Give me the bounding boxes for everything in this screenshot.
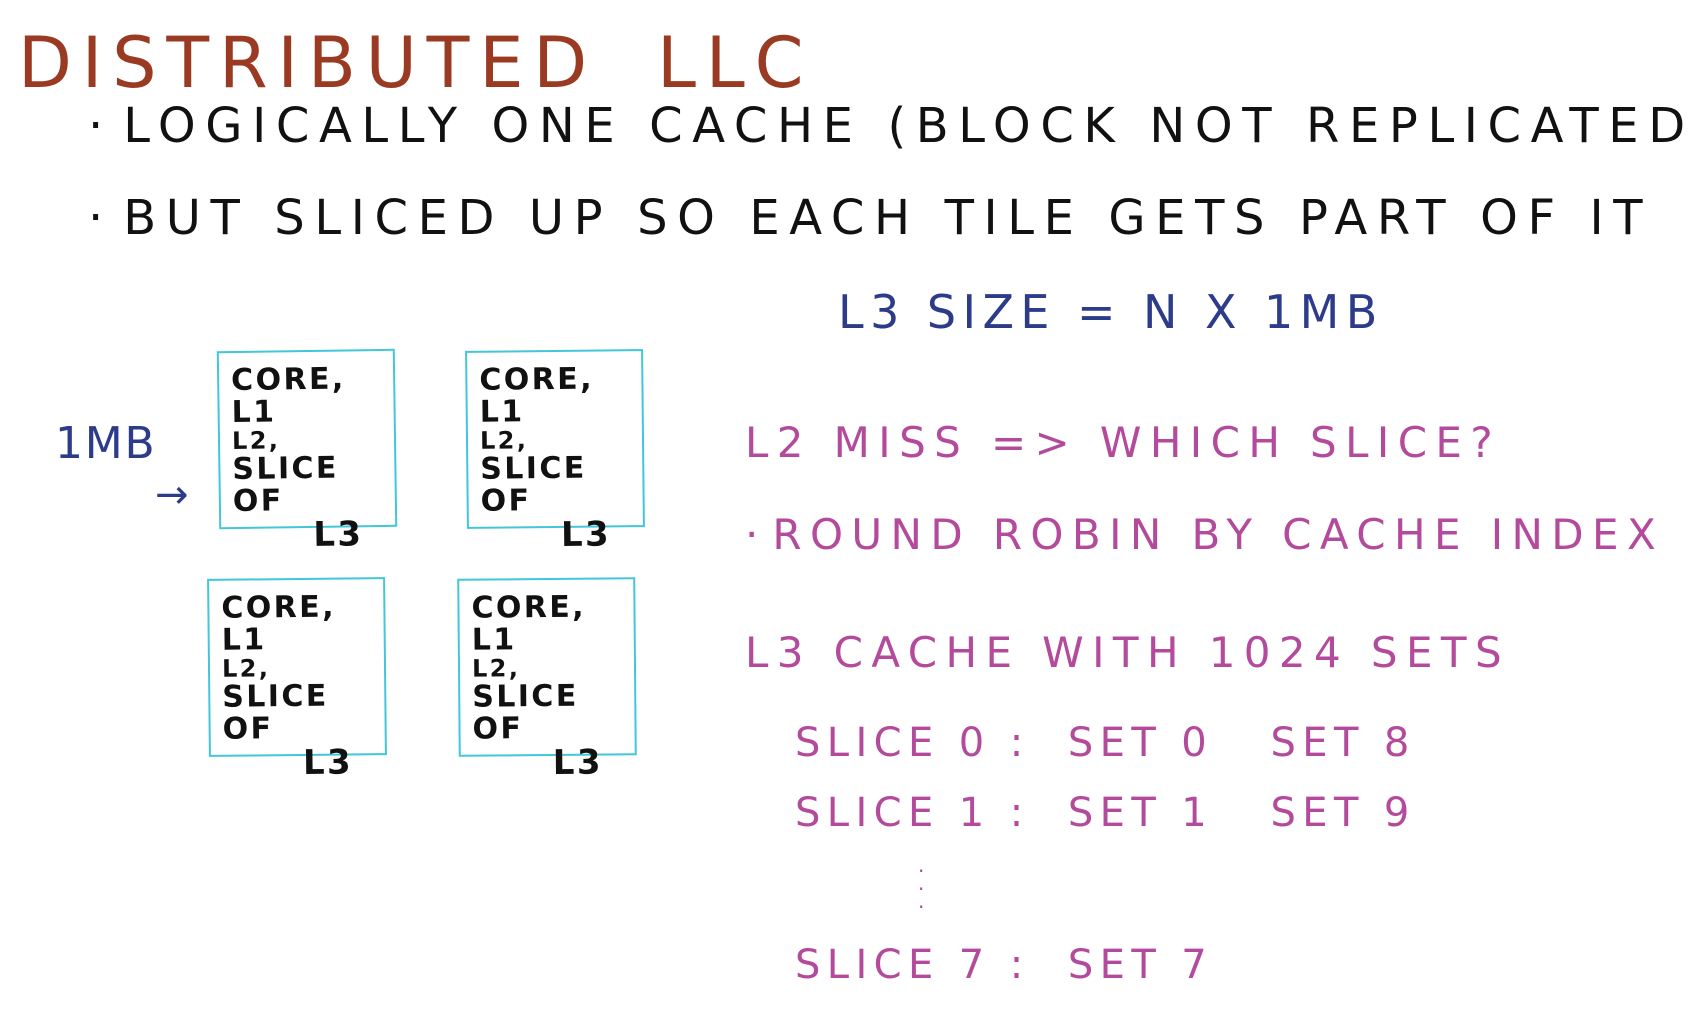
tile-slice-of: SLICE OF <box>232 450 340 519</box>
tile-slice-of: SLICE OF <box>480 450 587 519</box>
vertical-ellipsis: ··· <box>918 859 925 919</box>
tile-core-l1: CORE, L1 <box>479 361 595 430</box>
slice-0-row: SLICE 0 : SET 0 SET 8 <box>795 720 1416 766</box>
tile-l2: L2, <box>479 425 529 455</box>
tile-core-l1: CORE, L1 <box>471 589 587 658</box>
tile-l2: L2, <box>231 425 281 455</box>
right-arrow-icon: → <box>155 472 189 518</box>
bullet-text: BUT SLICED UP SO EACH TILE GETS PART OF … <box>123 190 1653 246</box>
slice-label: SLICE 1 : <box>795 790 1030 836</box>
tile-l2: L2, <box>471 653 521 683</box>
slice-sets: SET 0 SET 8 <box>1067 720 1416 766</box>
tile-l3: L3 <box>560 514 612 555</box>
slice-sets: SET 7 <box>1067 942 1214 988</box>
l2-miss-question: L2 MISS => WHICH SLICE? <box>745 418 1502 467</box>
tile-4: CORE, L1 L2, SLICE OF L3 <box>457 577 637 783</box>
tile-slice-of: SLICE OF <box>472 678 579 747</box>
tile-core-l1: CORE, L1 <box>230 361 346 430</box>
bullet-sliced-up: · BUT SLICED UP SO EACH TILE GETS PART OF… <box>88 190 1652 246</box>
bullet-dot: · <box>745 510 759 559</box>
tile-core-l1: CORE, L1 <box>221 589 337 658</box>
bullet-dot: · <box>88 190 104 246</box>
slide-title: DISTRIBUTED LLC <box>18 22 813 104</box>
tile-size-label: 1MB <box>55 418 157 469</box>
tile-3: CORE, L1 L2, SLICE OF L3 <box>207 577 387 783</box>
tile-slice-of: SLICE OF <box>222 678 329 747</box>
tile-l3: L3 <box>302 742 354 783</box>
l3-cache-sets: L3 CACHE WITH 1024 SETS <box>745 628 1511 677</box>
slice-label: SLICE 0 : <box>795 720 1030 766</box>
tile-1: CORE, L1 L2, SLICE OF L3 <box>216 348 398 555</box>
tile-l3: L3 <box>313 513 364 555</box>
bullet-logically-one-cache: · LOGICALLY ONE CACHE (BLOCK NOT REPLICAT… <box>88 98 1698 154</box>
tile-2: CORE, L1 L2, SLICE OF L3 <box>465 349 645 555</box>
slice-sets: SET 1 SET 9 <box>1067 790 1416 836</box>
l3-size-formula: L3 SIZE = N x 1MB <box>838 285 1384 339</box>
bullet-text: LOGICALLY ONE CACHE (BLOCK NOT REPLICATE… <box>123 98 1698 154</box>
title-word-distributed: DISTRIBUTED <box>18 22 597 104</box>
slice-7-row: SLICE 7 : SET 7 <box>795 942 1213 988</box>
slice-label: SLICE 7 : <box>795 942 1030 988</box>
tile-l3: L3 <box>552 742 604 783</box>
round-robin-bullet: · ROUND ROBIN BY CACHE INDEX <box>745 510 1664 559</box>
slice-1-row: SLICE 1 : SET 1 SET 9 <box>795 790 1416 836</box>
bullet-dot: · <box>88 98 104 154</box>
title-word-llc: LLC <box>656 22 814 104</box>
round-robin-text: ROUND ROBIN BY CACHE INDEX <box>772 510 1665 559</box>
tile-l2: L2, <box>221 653 271 683</box>
